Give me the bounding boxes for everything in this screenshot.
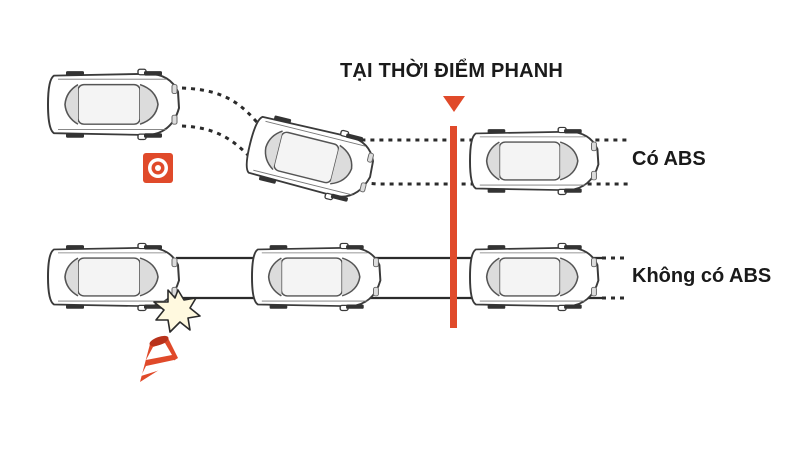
target-sign-icon bbox=[143, 153, 173, 183]
no-abs-track-end bbox=[602, 256, 628, 300]
row-label-abs: Có ABS bbox=[632, 148, 706, 170]
diagram-title: TẠI THỜI ĐIỂM PHANH bbox=[340, 60, 564, 82]
no-abs-car-start bbox=[47, 242, 180, 312]
no-abs-car-end bbox=[469, 242, 600, 312]
no-abs-car-middle bbox=[251, 242, 382, 312]
traffic-cone-icon bbox=[140, 335, 178, 382]
braking-point-line bbox=[450, 126, 457, 328]
down-triangle-icon bbox=[443, 96, 465, 112]
row-label-no-abs: Không có ABS bbox=[632, 265, 772, 287]
abs-car-start bbox=[47, 68, 180, 141]
abs-car-swerving bbox=[240, 108, 381, 209]
abs-car-end bbox=[469, 126, 600, 196]
impact-burst-icon bbox=[153, 289, 201, 333]
